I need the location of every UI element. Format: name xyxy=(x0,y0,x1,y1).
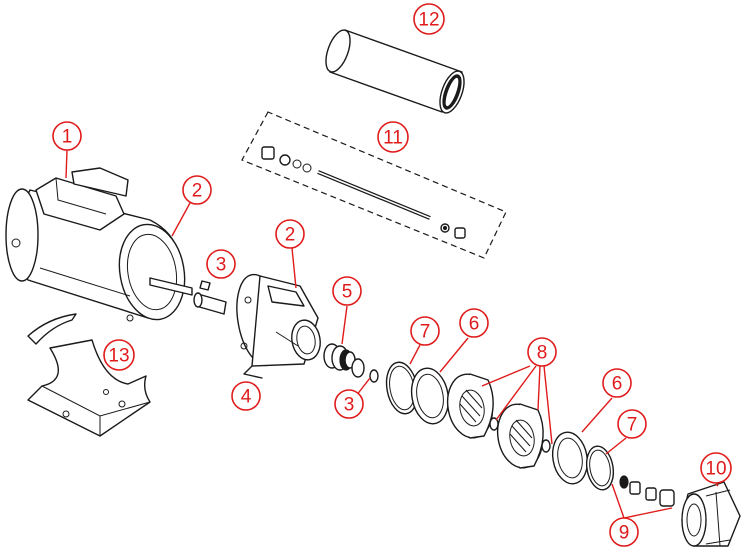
callout-6-second: 6 xyxy=(602,368,632,398)
callout-2-motor-label: 2 xyxy=(192,181,203,202)
callout-13: 13 xyxy=(103,339,135,371)
callout-3-washer: 3 xyxy=(334,389,364,419)
callout-3-key: 3 xyxy=(206,249,236,279)
callout-13-label: 13 xyxy=(108,346,129,367)
callout-5-label: 5 xyxy=(342,282,353,303)
callout-8: 8 xyxy=(527,337,557,367)
callout-11-label: 11 xyxy=(383,128,403,149)
fastener-set-part xyxy=(619,475,675,507)
callout-12-label: 12 xyxy=(418,10,439,31)
callout-10-label: 10 xyxy=(705,459,726,480)
leader-lines xyxy=(65,149,719,519)
callout-1-label: 1 xyxy=(62,127,73,148)
diffuser-ring-part xyxy=(410,367,450,425)
o-ring-part xyxy=(585,445,615,491)
callout-6-first: 6 xyxy=(459,308,489,338)
callout-7-second-label: 7 xyxy=(627,415,638,436)
callout-3-key-label: 3 xyxy=(216,255,227,276)
callout-11: 11 xyxy=(377,121,409,153)
sleeve-tube-part xyxy=(325,29,465,114)
callout-7-first: 7 xyxy=(410,316,440,346)
callout-6-first-label: 6 xyxy=(469,314,480,335)
pump-housing-part xyxy=(236,273,321,379)
diffuser-ring-part xyxy=(551,431,589,485)
impeller-stage-part xyxy=(446,373,551,469)
end-cap-part xyxy=(681,481,741,547)
callout-4: 4 xyxy=(231,381,261,411)
shaft-key-part xyxy=(193,280,227,315)
callout-8-label: 8 xyxy=(537,343,548,364)
callout-3-washer-label: 3 xyxy=(344,395,355,416)
callout-7-second: 7 xyxy=(617,409,647,439)
washer-part xyxy=(351,358,379,383)
shaft-kit-part xyxy=(241,111,507,259)
callout-2-housing: 2 xyxy=(275,219,305,249)
callout-2-housing-label: 2 xyxy=(285,225,296,246)
callout-4-label: 4 xyxy=(241,387,252,408)
callout-5: 5 xyxy=(332,276,362,306)
callout-2-motor: 2 xyxy=(182,175,212,205)
callout-10: 10 xyxy=(700,452,732,484)
callout-12: 12 xyxy=(413,3,445,35)
motor-part xyxy=(5,167,193,322)
motor-base-part xyxy=(27,313,151,437)
seal-spring-part xyxy=(323,343,356,371)
callout-1: 1 xyxy=(52,121,82,151)
callout-7-first-label: 7 xyxy=(420,322,431,343)
callout-9: 9 xyxy=(609,517,639,547)
callout-6-second-label: 6 xyxy=(612,374,623,395)
callout-9-label: 9 xyxy=(619,523,630,544)
